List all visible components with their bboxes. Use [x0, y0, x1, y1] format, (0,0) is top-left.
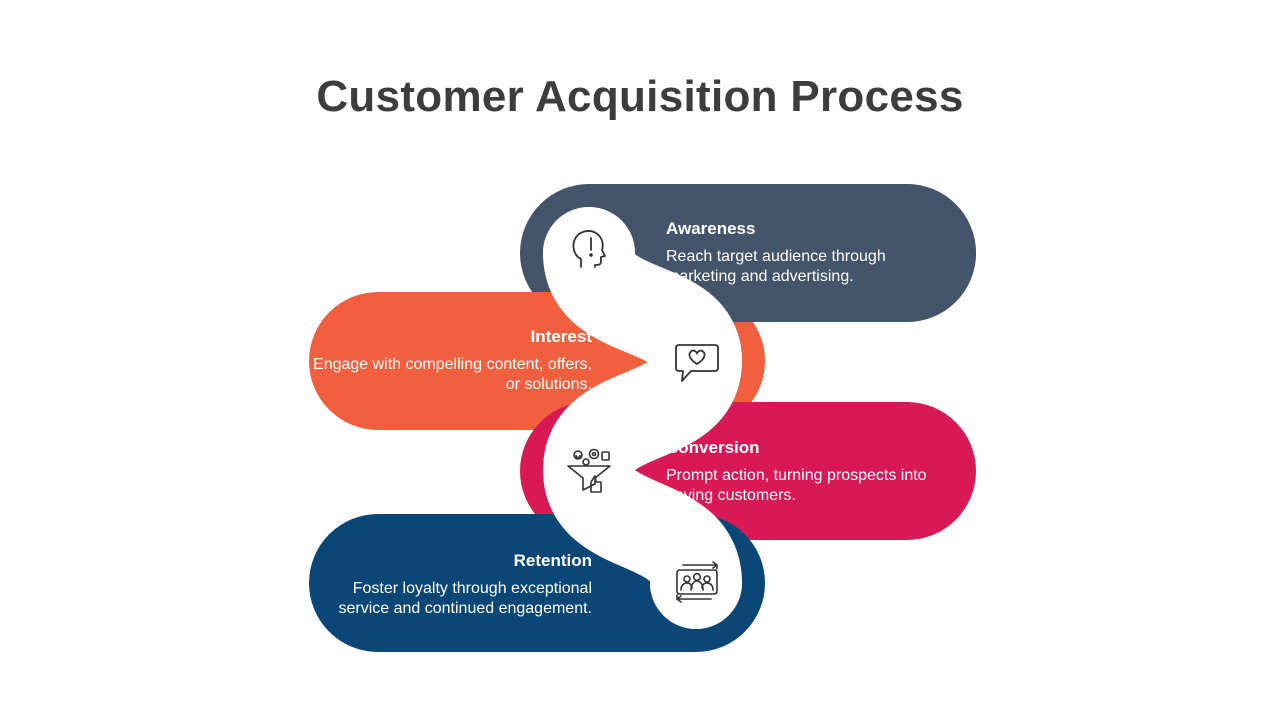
awareness-label: Awareness Reach target audience through …	[666, 219, 956, 287]
conversion-description: Prompt action, turning prospects into pa…	[666, 467, 927, 504]
retention-icon-circle	[650, 537, 742, 629]
interest-title: Interest	[530, 327, 592, 346]
chat-heart-icon	[675, 344, 719, 382]
funnel-thumbsup-icon	[567, 448, 611, 493]
retention-label: Retention Foster loyalty through excepti…	[312, 551, 592, 619]
conversion-label: Conversion Prompt action, turning prospe…	[666, 438, 974, 506]
awareness-icon-circle	[543, 207, 635, 299]
page-title: Customer Acquisition Process	[316, 72, 964, 121]
conversion-title: Conversion	[666, 438, 760, 457]
awareness-description: Reach target audience through marketing …	[666, 248, 886, 285]
interest-description: Engage with compelling content, offers, …	[313, 356, 592, 393]
conversion-icon-circle	[543, 424, 635, 516]
retention-title: Retention	[513, 551, 592, 570]
winding-connector	[543, 207, 742, 629]
interest-icon-circle	[650, 315, 742, 407]
interest-label: Interest Engage with compelling content,…	[312, 327, 592, 395]
group-cycle-icon	[676, 561, 718, 603]
awareness-title: Awareness	[666, 219, 756, 238]
head-exclamation-icon	[572, 230, 606, 268]
retention-description: Foster loyalty through exceptional servi…	[338, 580, 592, 617]
